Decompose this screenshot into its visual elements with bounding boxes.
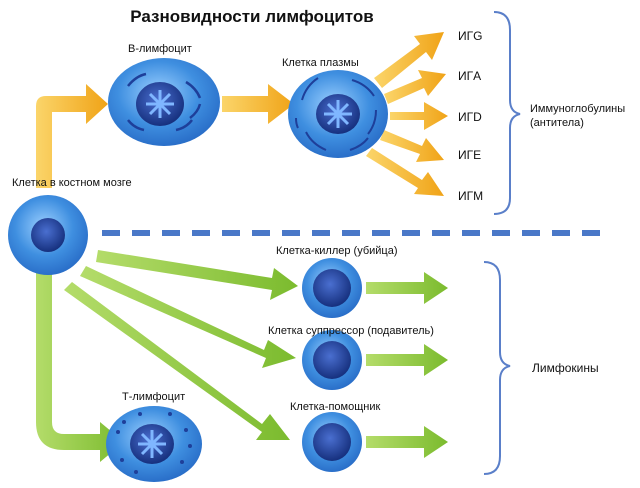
lymphokine-arrows — [366, 272, 448, 458]
ig-label: ИГA — [458, 69, 481, 83]
b-lymphocyte-label: В-лимфоцит — [128, 43, 192, 55]
plasma-cell-icon — [288, 70, 388, 158]
ig-label: ИГM — [458, 189, 483, 203]
immunoglobulin-arrows — [366, 32, 448, 196]
antibodies-bracket — [493, 11, 521, 215]
b-lymphocyte-icon — [108, 58, 220, 146]
diagram-title: Разновидности лимфоцитов — [130, 7, 373, 26]
helper-cell-icon — [302, 412, 362, 472]
killer-cell-label: Клетка-киллер (убийца) — [276, 245, 398, 257]
lymphokines-label: Лимфокины — [532, 361, 599, 375]
t-lymphocyte-label: Т-лимфоцит — [122, 391, 185, 403]
suppressor-cell-label: Клетка суппрессор (подавитель) — [268, 325, 434, 337]
helper-cell-label: Клетка-помощник — [290, 401, 380, 413]
t-subset-arrows — [64, 250, 298, 440]
immunoglobulin-list: ИГG ИГA ИГD ИГE ИГM — [458, 29, 483, 203]
bone-marrow-cell-icon — [8, 195, 88, 275]
bone-marrow-cell-label: Клетка в костном мозге — [12, 177, 132, 189]
lymphokines-bracket — [483, 261, 511, 475]
antibodies-label-line1: Иммуноглобулины — [530, 103, 625, 115]
killer-cell-icon — [302, 258, 362, 318]
ig-label: ИГG — [458, 29, 482, 43]
antibodies-label-line2: (антитела) — [530, 117, 584, 129]
b-to-plasma-arrow — [222, 84, 294, 124]
plasma-cell-label: Клетка плазмы — [282, 57, 359, 69]
ig-label: ИГE — [458, 148, 481, 162]
b-pathway-arrow — [36, 84, 108, 188]
suppressor-cell-icon — [302, 330, 362, 390]
ig-label: ИГD — [458, 110, 482, 124]
t-lymphocyte-icon — [106, 406, 202, 482]
